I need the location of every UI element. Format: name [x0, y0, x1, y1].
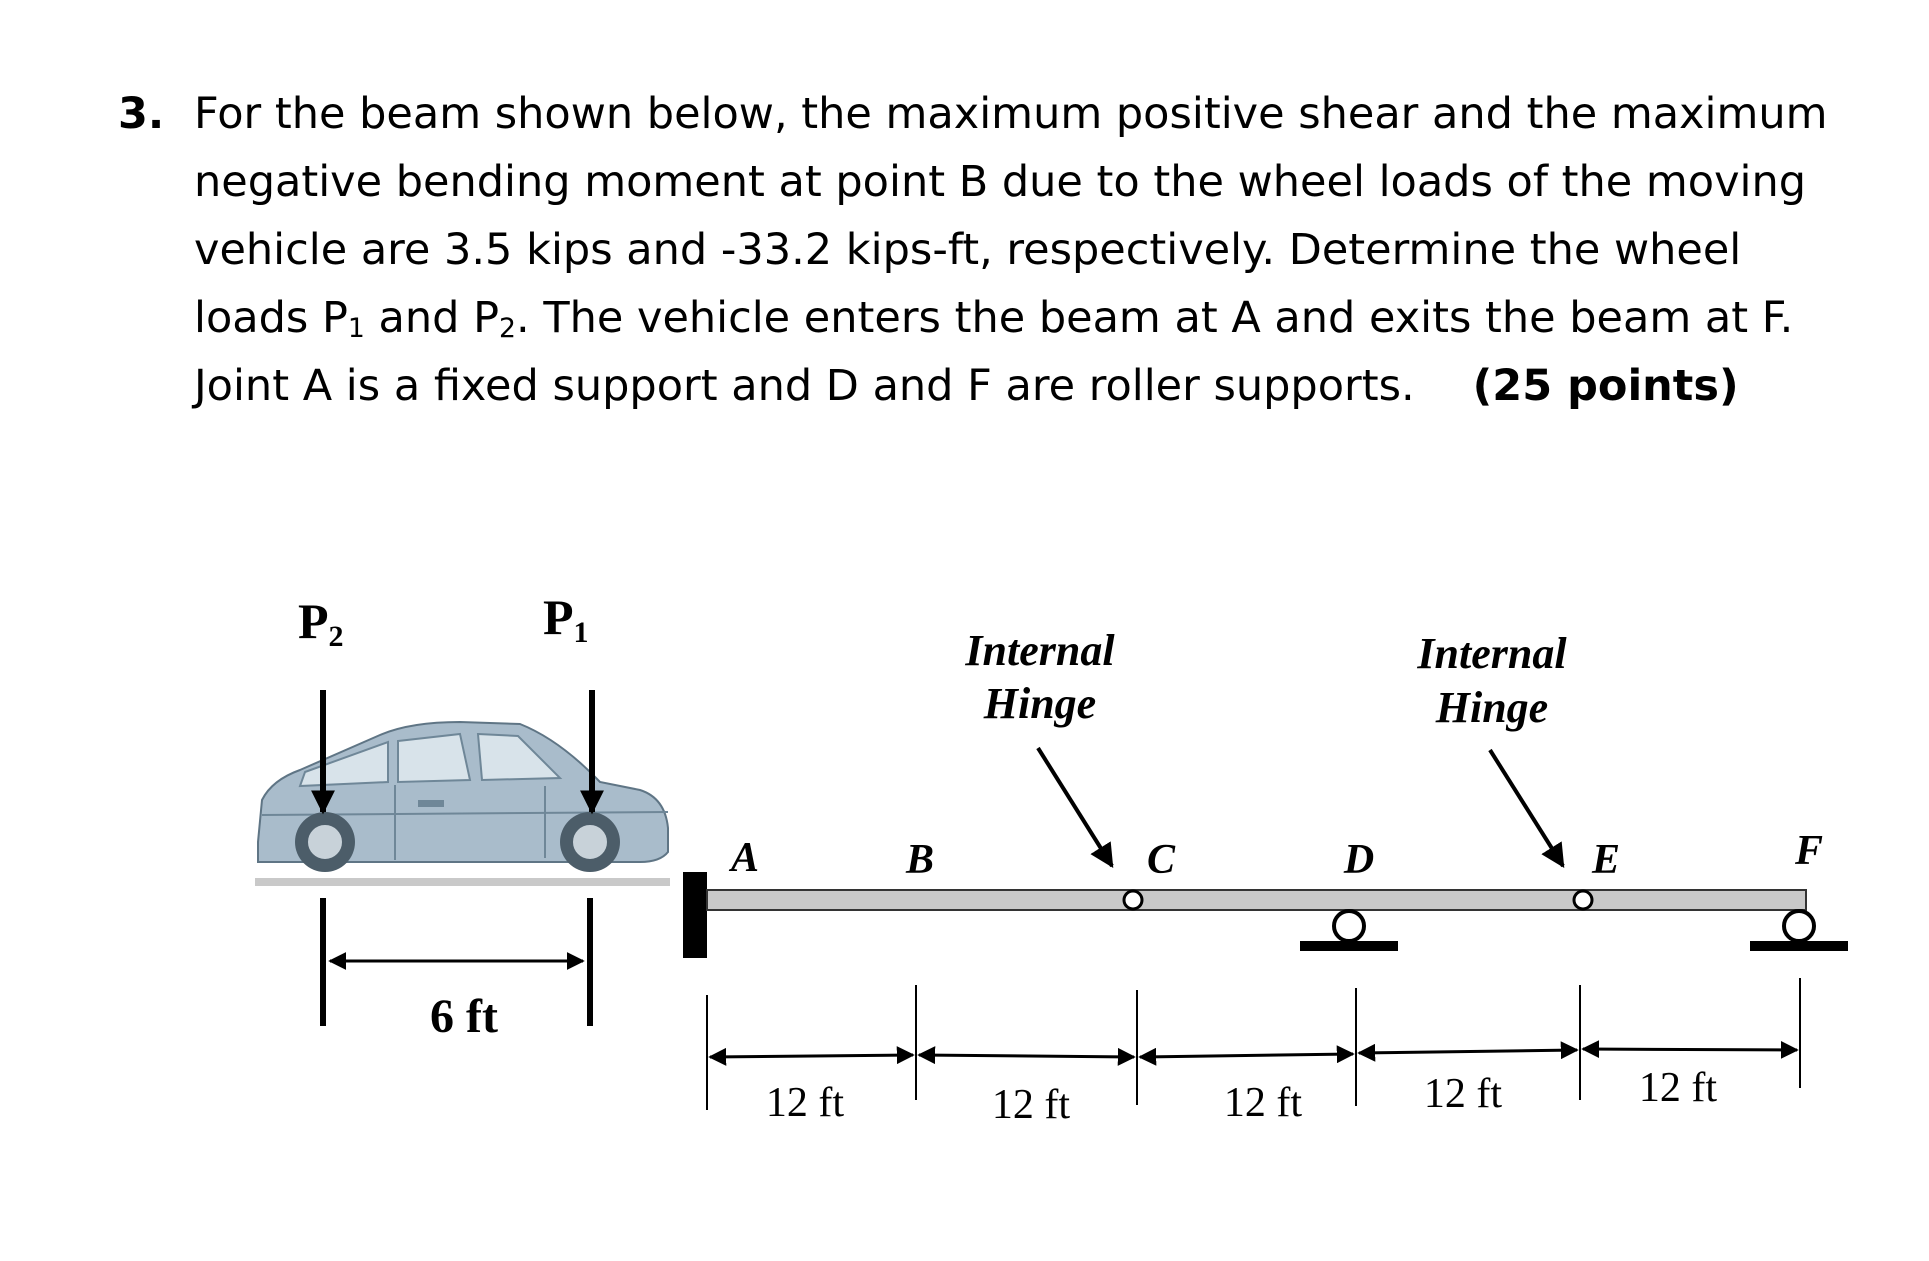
load-label-p2: P2: [298, 593, 344, 653]
hinge-e-label-line1: Internal: [1416, 629, 1567, 678]
point-label-b: B: [905, 837, 934, 883]
load-label-p1: P1: [543, 589, 589, 649]
hinge-e: [1572, 889, 1594, 911]
dim-line-cd: [1138, 1045, 1355, 1066]
problem-line-3: vehicle are 3.5 kips and -33.2 kips-ft, …: [194, 225, 1742, 275]
roller-d-base: [1300, 941, 1398, 951]
hinge-e-pointer-arrow: [1488, 748, 1565, 869]
span-label-ab: 12 ft: [766, 1080, 844, 1126]
wheelbase-label: 6 ft: [430, 990, 498, 1043]
hinge-c: [1122, 889, 1144, 911]
hinge-c-label-line2: Hinge: [983, 679, 1096, 728]
dim-line-ab: [708, 1046, 915, 1066]
problem-line-1: For the beam shown below, the maximum po…: [194, 89, 1828, 139]
fixed-support-a: [683, 872, 707, 958]
road-surface: [255, 878, 670, 886]
dim-line-ef: [1581, 1040, 1799, 1059]
point-label-e: E: [1591, 837, 1620, 883]
point-label-f: F: [1794, 828, 1823, 874]
span-label-bc: 12 ft: [992, 1082, 1070, 1128]
dim-line-de: [1357, 1041, 1579, 1062]
dim-line-bc: [917, 1046, 1136, 1066]
car-illustration: [257, 720, 669, 872]
point-label-d: D: [1343, 837, 1374, 883]
roller-f-base: [1750, 941, 1848, 951]
point-label-c: C: [1147, 837, 1176, 883]
problem-line-2: negative bending moment at point B due t…: [194, 157, 1807, 207]
problem-line-4: loads P1 and P2. The vehicle enters the …: [194, 293, 1794, 344]
span-label-ef: 12 ft: [1639, 1065, 1717, 1111]
problem-line-5: Joint A is a fixed support and D and F a…: [194, 361, 1739, 411]
hinge-e-label-line2: Hinge: [1435, 683, 1548, 732]
hinge-c-pointer-arrow: [1036, 746, 1114, 869]
beam: [706, 889, 1807, 911]
roller-f: [1782, 909, 1816, 943]
roller-d: [1332, 909, 1366, 943]
span-label-cd: 12 ft: [1224, 1080, 1302, 1126]
problem-number: 3.: [118, 89, 165, 139]
hinge-c-label-line1: Internal: [964, 626, 1115, 675]
points-label: (25 points): [1472, 361, 1739, 411]
span-label-de: 12 ft: [1424, 1071, 1502, 1117]
point-label-a: A: [728, 835, 759, 881]
